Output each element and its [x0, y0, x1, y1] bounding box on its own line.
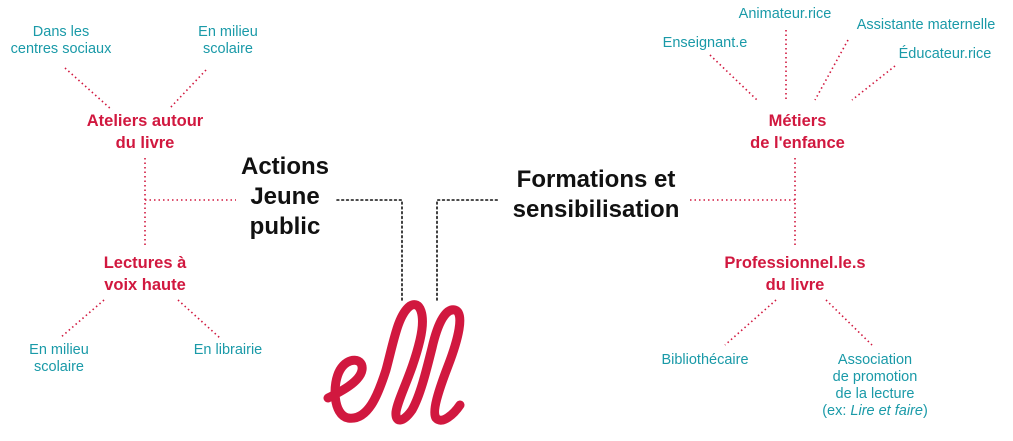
- metiers-to-educateur-line: [851, 65, 896, 101]
- logo-to-left-branch-line: [334, 199, 403, 301]
- leaf-assistante-maternelle: Assistante maternelle: [840, 17, 1012, 34]
- leaf-line: Assistante maternelle: [856, 17, 996, 33]
- ateliers-to-centres-line: [64, 67, 113, 111]
- leaf-centres-sociaux: Dans les centres sociaux: [0, 24, 122, 58]
- category-lectures: Lectures à voix haute: [70, 252, 220, 297]
- main-line: public: [249, 213, 321, 240]
- main-line: Actions: [240, 153, 329, 180]
- main-formations-sensibilisation: Formations et sensibilisation: [496, 165, 696, 225]
- category-line: Professionnel.le.s: [724, 254, 866, 272]
- leaf-line: Association: [837, 352, 913, 368]
- category-professionnels-livre: Professionnel.le.s du livre: [700, 252, 890, 297]
- pros-to-association-line: [825, 299, 873, 346]
- ateliers-to-scolaire-line: [169, 69, 207, 109]
- example-suffix: ): [922, 403, 928, 420]
- leaf-bibliothecaire: Bibliothécaire: [640, 352, 770, 369]
- leaf-line: scolaire: [203, 41, 253, 58]
- category-line: Métiers: [768, 112, 827, 130]
- category-ateliers: Ateliers autour du livre: [60, 110, 230, 155]
- leaf-enseignant: Enseignant.e: [640, 35, 770, 52]
- leaf-line: Animateur.rice: [738, 6, 832, 22]
- metiers-to-enseignant-line: [709, 54, 758, 101]
- lectures-to-scolaire-line: [59, 299, 105, 339]
- category-line: du livre: [115, 134, 175, 153]
- leaf-line: En milieu: [29, 342, 89, 358]
- association-example: (ex: Lire et faire): [800, 403, 950, 420]
- category-line: de l'enfance: [750, 134, 845, 153]
- leaf-line: centres sociaux: [10, 41, 112, 58]
- leaf-line: En librairie: [193, 342, 263, 358]
- category-line: Ateliers autour: [86, 112, 204, 130]
- leaf-milieu-scolaire-ateliers: En milieu scolaire: [172, 24, 284, 58]
- lectures-to-librairie-line: [177, 299, 221, 339]
- logo-to-right-branch-line: [436, 199, 501, 301]
- category-line: voix haute: [104, 276, 186, 295]
- leaf-line: de la lecture: [835, 386, 915, 403]
- pros-to-bibliothecaire-line: [724, 299, 777, 346]
- example-lire-et-faire: Lire et faire: [850, 403, 923, 420]
- category-metiers-enfance: Métiers de l'enfance: [715, 110, 880, 155]
- leaf-librairie: En librairie: [172, 342, 284, 359]
- leaf-line: Enseignant.e: [662, 35, 748, 51]
- metiers-to-assistante-line: [814, 39, 849, 101]
- category-line: du livre: [765, 276, 825, 295]
- leaf-line: Bibliothécaire: [661, 352, 749, 368]
- leaf-educateur: Éducateur.rice: [880, 46, 1010, 63]
- leaf-milieu-scolaire-lectures: En milieu scolaire: [0, 342, 118, 376]
- leaf-line: En milieu: [198, 24, 258, 40]
- leaf-line: Dans les: [32, 24, 90, 40]
- leaf-association-promotion-lecture: Association de promotion de la lecture (…: [800, 352, 950, 420]
- main-line: Jeune: [250, 183, 320, 210]
- category-line: Lectures à: [103, 254, 187, 272]
- leaf-line: Éducateur.rice: [898, 46, 992, 62]
- leaf-line: de promotion: [832, 369, 918, 386]
- leaf-animateur: Animateur.rice: [700, 6, 870, 23]
- example-prefix: (ex:: [822, 403, 851, 420]
- leaf-line: scolaire: [34, 359, 84, 376]
- main-actions-jeune-public: Actions Jeune public: [225, 152, 345, 242]
- main-line: Formations et: [516, 166, 676, 193]
- ell-logo: [323, 300, 465, 425]
- main-line: sensibilisation: [512, 196, 680, 223]
